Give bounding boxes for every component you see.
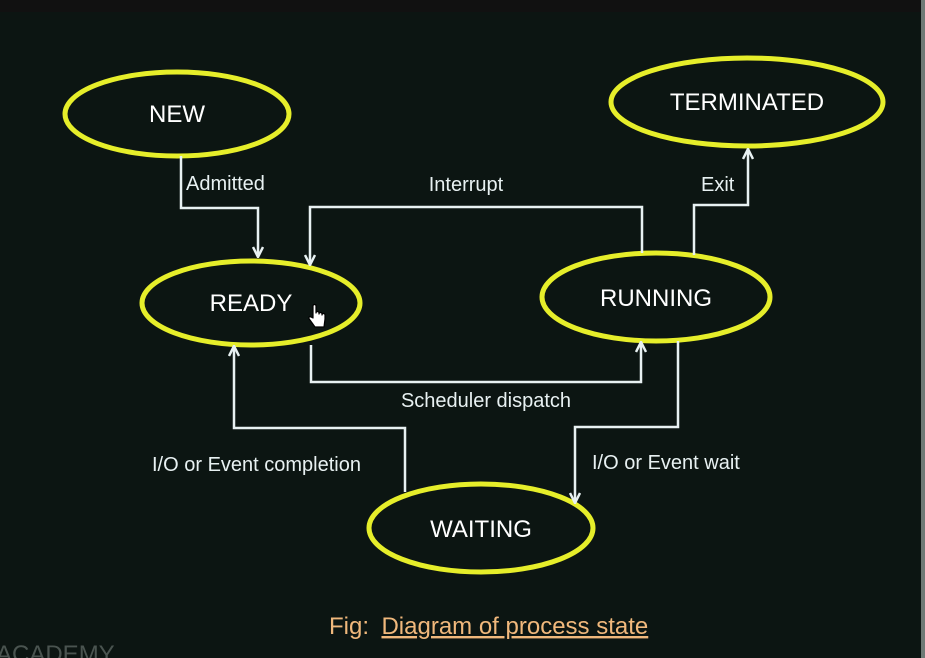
state-terminated-label: TERMINATED [670, 89, 824, 116]
scroll-edge [921, 0, 925, 658]
watermark: ACADEMY [0, 641, 115, 658]
label-admitted: Admitted [186, 173, 265, 195]
arrow-io-event-wait [575, 341, 680, 502]
arrow-interrupt [310, 205, 644, 264]
state-waiting-label: WAITING [430, 516, 532, 543]
label-io-event-wait: I/O or Event wait [592, 452, 740, 474]
state-ready-label: READY [210, 290, 293, 317]
label-interrupt: Interrupt [429, 174, 504, 196]
caption-title: Diagram of process state [381, 613, 648, 640]
state-waiting [366, 481, 596, 575]
label-io-event-completion: I/O or Event completion [152, 454, 361, 476]
caption-prefix: Fig: [329, 613, 369, 640]
label-exit: Exit [701, 174, 735, 196]
figure-caption: Fig: Diagram of process state [329, 613, 648, 640]
state-new [62, 69, 292, 159]
state-terminated [608, 55, 886, 149]
arrow-scheduler-dispatch [309, 343, 641, 384]
arrow-exit [692, 150, 748, 255]
label-scheduler-dispatch: Scheduler dispatch [401, 390, 571, 412]
state-ready [139, 258, 363, 348]
hand-pointer-icon [308, 303, 326, 328]
top-bar [0, 0, 925, 12]
state-new-label: NEW [149, 101, 205, 128]
arrow-io-event-completion [234, 347, 407, 492]
state-running [539, 250, 773, 344]
arrow-admitted [179, 156, 258, 256]
state-running-label: RUNNING [600, 285, 712, 312]
